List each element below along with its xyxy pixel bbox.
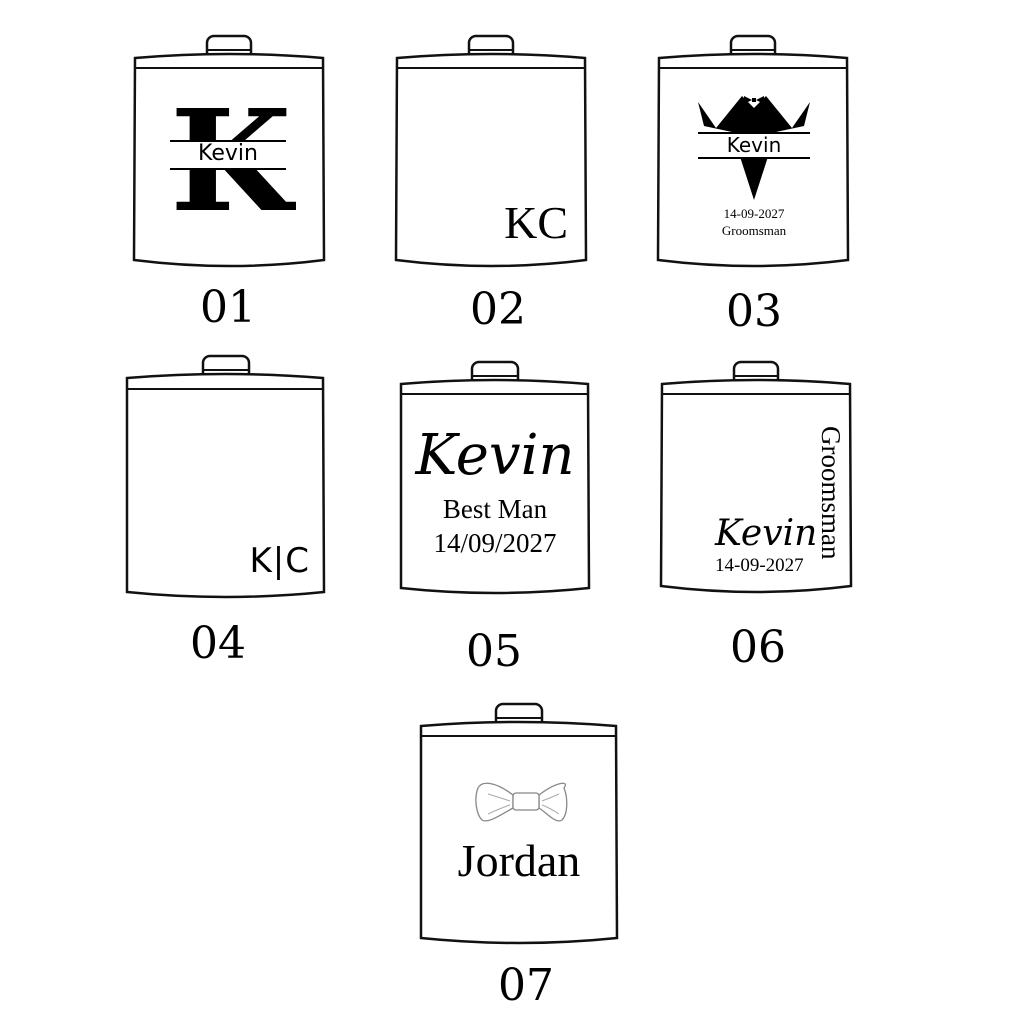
monogram-text: KC — [504, 197, 568, 248]
role-text: Best Man — [442, 494, 548, 524]
flask-07[interactable]: Jordan — [416, 698, 622, 948]
flask-number-06: 06 — [730, 622, 786, 673]
date-text: 14/09/2027 — [433, 528, 557, 558]
flask-number-04: 04 — [190, 618, 246, 669]
name-text: Kevin — [415, 423, 575, 488]
flask-number-01: 01 — [200, 282, 256, 333]
flask-01[interactable]: K Kevin — [130, 30, 330, 270]
date-text: 14-09-2027 — [715, 555, 804, 576]
flask-06[interactable]: Groomsman Kevin 14-09-2027 — [657, 356, 857, 596]
flask-outline — [125, 354, 326, 599]
flask-number-07: 07 — [498, 960, 554, 1011]
flask-03[interactable]: Kevin 14-09-2027 Groomsman — [654, 30, 854, 270]
role-text: Groomsman — [721, 223, 787, 238]
flask-04[interactable]: K|C — [122, 350, 330, 600]
flask-number-02: 02 — [470, 284, 526, 335]
flask-outline — [659, 360, 853, 594]
flask-02[interactable]: KC — [392, 30, 592, 270]
monogram-text: K|C — [249, 541, 310, 581]
flask-number-05: 05 — [466, 626, 522, 677]
name-text: Kevin — [726, 133, 782, 157]
flask-number-03: 03 — [726, 286, 782, 337]
name-text: Kevin — [198, 141, 258, 166]
name-band — [170, 140, 286, 170]
flask-05[interactable]: Kevin Best Man 14/09/2027 — [396, 356, 594, 596]
flask-outline — [419, 702, 619, 945]
date-text: 14-09-2027 — [723, 206, 785, 221]
bow-tie-icon — [475, 782, 568, 822]
name-text: Jordan — [457, 835, 581, 886]
flask-outline — [399, 360, 591, 595]
name-text: Kevin — [715, 513, 818, 554]
role-text-vertical: Groomsman — [816, 426, 846, 560]
tuxedo-icon — [698, 96, 810, 200]
flask-outline — [394, 34, 588, 268]
